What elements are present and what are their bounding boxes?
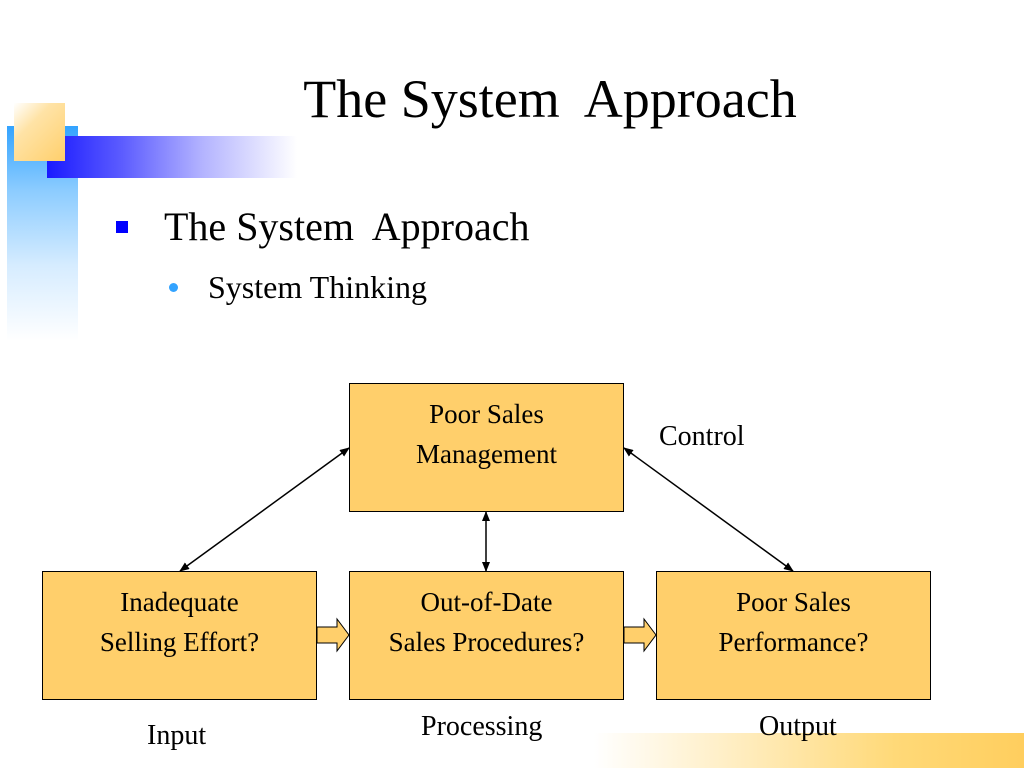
square-bullet-icon (116, 221, 128, 233)
bullet-item: The System Approach (113, 201, 530, 357)
sub-bullet-text: System Thinking (208, 269, 427, 305)
box-out-of-date-procedures: Out-of-Date Sales Procedures? (349, 571, 624, 700)
block-arrow-processing-output (623, 617, 657, 653)
block-arrow-input-processing (316, 617, 350, 653)
bullet-text: The System Approach (164, 204, 530, 249)
decorative-square (14, 103, 65, 161)
box-poor-sales-management: Poor Sales Management (349, 383, 624, 512)
decorative-bottom-band (594, 733, 1024, 768)
sub-bullet-item: System Thinking (166, 266, 427, 392)
box-inadequate-selling-effort: Inadequate Selling Effort? (42, 571, 317, 700)
decorative-horizontal-bar (47, 136, 297, 178)
box-poor-sales-performance: Poor Sales Performance? (656, 571, 931, 700)
label-output: Output (759, 711, 837, 742)
slide-title: The System Approach (303, 69, 797, 129)
label-control: Control (659, 421, 745, 452)
connector-management-output (623, 447, 794, 572)
round-bullet-icon (169, 283, 178, 292)
label-input: Input (147, 720, 207, 751)
connector-management-input (179, 447, 350, 572)
label-processing: Processing (421, 711, 543, 742)
